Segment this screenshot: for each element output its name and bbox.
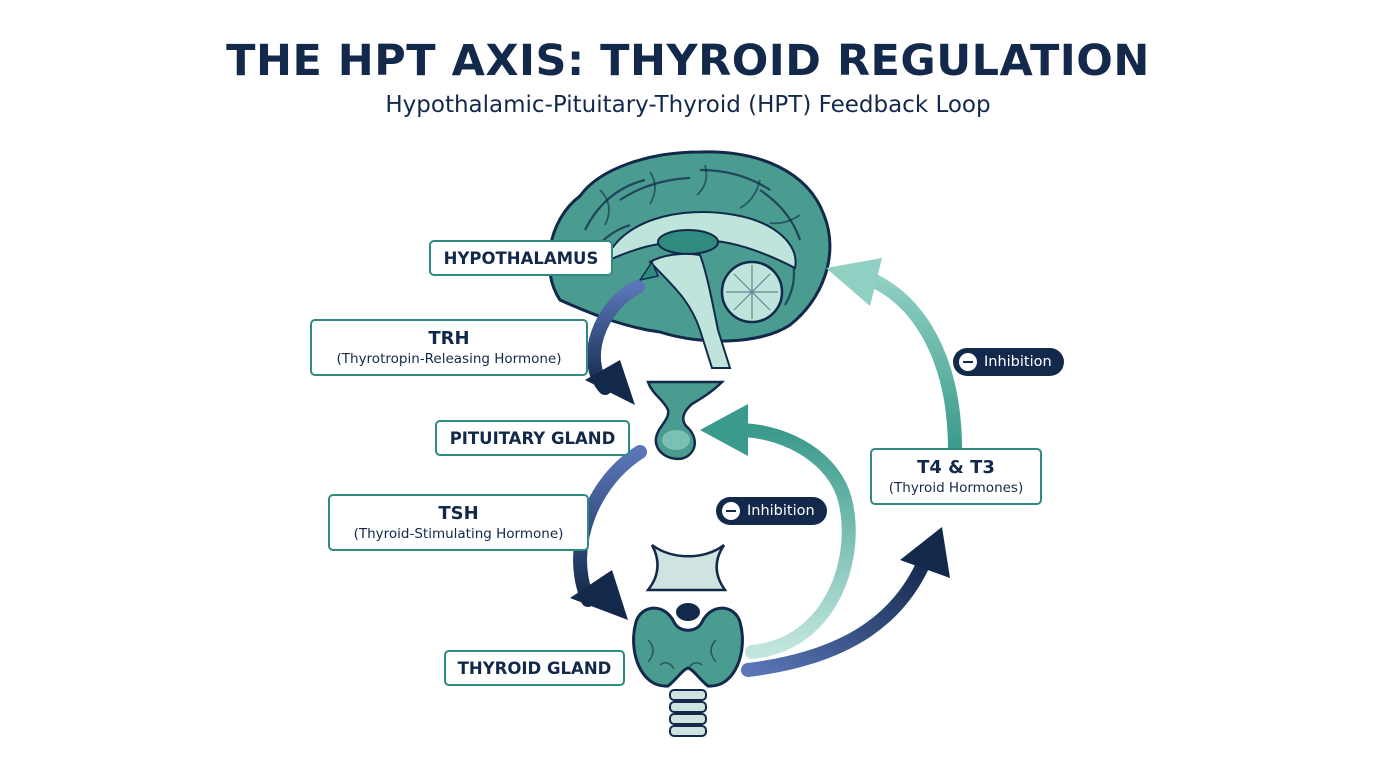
inhibition-arrow-lower: [700, 404, 856, 659]
brain-icon: [547, 150, 832, 369]
pituitary-icon: [646, 380, 726, 461]
trh-abbr: TRH: [428, 327, 470, 349]
label-thyroid: THYROID GLAND: [444, 650, 625, 686]
thyroid-icon: [632, 543, 744, 737]
trh-arrow: [585, 280, 645, 405]
label-tsh: TSH (Thyroid-Stimulating Hormone): [328, 494, 589, 551]
tsh-abbr: TSH: [438, 502, 479, 524]
page-subtitle: Hypothalamic-Pituitary-Thyroid (HPT) Fee…: [385, 92, 991, 118]
page-title: THE HPT AXIS: THYROID REGULATION: [226, 36, 1150, 86]
minus-icon: [959, 353, 977, 371]
label-trh: TRH (Thyrotropin-Releasing Hormone): [310, 319, 588, 376]
trh-full: (Thyrotropin-Releasing Hormone): [336, 350, 562, 367]
inhibition-upper-text: Inhibition: [984, 354, 1052, 370]
inhibition-badge-upper: Inhibition: [953, 348, 1064, 376]
t4t3-arrow: [741, 527, 950, 677]
minus-icon: [722, 502, 740, 520]
label-pituitary: PITUITARY GLAND: [435, 420, 630, 456]
label-t4t3: T4 & T3 (Thyroid Hormones): [870, 448, 1042, 505]
tsh-full: (Thyroid-Stimulating Hormone): [353, 525, 564, 542]
inhibition-lower-text: Inhibition: [747, 503, 815, 519]
inhibition-badge-lower: Inhibition: [716, 497, 827, 525]
t4t3-full: (Thyroid Hormones): [888, 479, 1024, 496]
inhibition-arrow-upper: [826, 258, 962, 457]
t4t3-abbr: T4 & T3: [917, 456, 995, 478]
label-hypothalamus: HYPOTHALAMUS: [429, 240, 613, 276]
